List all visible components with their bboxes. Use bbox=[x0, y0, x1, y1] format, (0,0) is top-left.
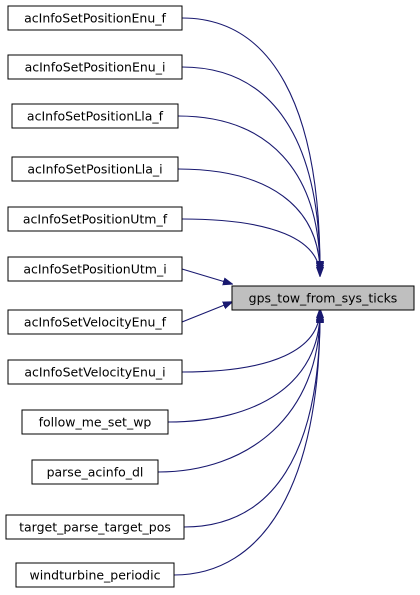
caller-node-acinfosetpositionlla-f[interactable]: acInfoSetPositionLla_f bbox=[11, 103, 179, 129]
caller-node-windturbine-periodic[interactable]: windturbine_periodic bbox=[15, 562, 175, 588]
caller-node-acinfosetpositionenu-i[interactable]: acInfoSetPositionEnu_i bbox=[7, 54, 183, 80]
edge-follow-me-set-wp bbox=[167, 311, 320, 423]
caller-label: acInfoSetPositionUtm_i bbox=[23, 262, 166, 277]
caller-node-acinfosetvelocityenu-f[interactable]: acInfoSetVelocityEnu_f bbox=[7, 309, 183, 335]
caller-node-acinfosetpositionutm-f[interactable]: acInfoSetPositionUtm_f bbox=[7, 206, 183, 232]
target-node-label: gps_tow_from_sys_ticks bbox=[249, 291, 398, 306]
caller-label: acInfoSetVelocityEnu_i bbox=[24, 365, 165, 380]
edge-windturbine-periodic bbox=[173, 314, 320, 576]
edge-acinfosetpositionutm-i bbox=[181, 268, 232, 284]
caller-label: target_parse_target_pos bbox=[19, 520, 171, 535]
caller-label: acInfoSetVelocityEnu_f bbox=[24, 315, 167, 330]
caller-node-acinfosetpositionutm-i[interactable]: acInfoSetPositionUtm_i bbox=[7, 256, 183, 282]
edge-acinfosetpositionlla-f bbox=[177, 115, 320, 272]
caller-nodes: acInfoSetPositionEnu_f acInfoSetPositionE… bbox=[5, 5, 185, 588]
caller-node-acinfosetpositionlla-i[interactable]: acInfoSetPositionLla_i bbox=[11, 156, 179, 182]
call-edges bbox=[157, 17, 320, 576]
caller-label: acInfoSetPositionEnu_f bbox=[24, 11, 166, 26]
caller-label: acInfoSetPositionLla_f bbox=[27, 109, 164, 124]
caller-label: acInfoSetPositionEnu_i bbox=[25, 60, 166, 75]
edge-acinfosetvelocityenu-i bbox=[181, 309, 320, 373]
edge-acinfosetvelocityenu-f bbox=[181, 302, 232, 323]
edge-acinfosetpositionenu-i bbox=[181, 66, 320, 271]
caller-label: follow_me_set_wp bbox=[39, 415, 152, 430]
edge-acinfosetpositionlla-i bbox=[177, 168, 320, 274]
caller-node-acinfosetvelocityenu-i[interactable]: acInfoSetVelocityEnu_i bbox=[7, 359, 183, 385]
edge-acinfosetpositionutm-f bbox=[181, 218, 320, 276]
caller-label: acInfoSetPositionUtm_f bbox=[23, 212, 168, 227]
caller-node-target-parse-target-pos[interactable]: target_parse_target_pos bbox=[5, 514, 185, 540]
caller-label: parse_acinfo_dl bbox=[47, 465, 144, 480]
caller-node-acinfosetpositionenu-f[interactable]: acInfoSetPositionEnu_f bbox=[7, 5, 183, 31]
caller-node-follow-me-set-wp[interactable]: follow_me_set_wp bbox=[21, 409, 169, 435]
edge-acinfosetpositionenu-f bbox=[181, 17, 320, 270]
caller-label: acInfoSetPositionLla_i bbox=[27, 162, 162, 177]
target-node[interactable]: gps_tow_from_sys_ticks bbox=[231, 285, 415, 311]
edge-target-parse-target-pos bbox=[183, 313, 320, 528]
caller-label: windturbine_periodic bbox=[30, 568, 161, 583]
caller-node-parse-acinfo-dl[interactable]: parse_acinfo_dl bbox=[31, 459, 159, 485]
edge-parse-acinfo-dl bbox=[157, 312, 320, 473]
